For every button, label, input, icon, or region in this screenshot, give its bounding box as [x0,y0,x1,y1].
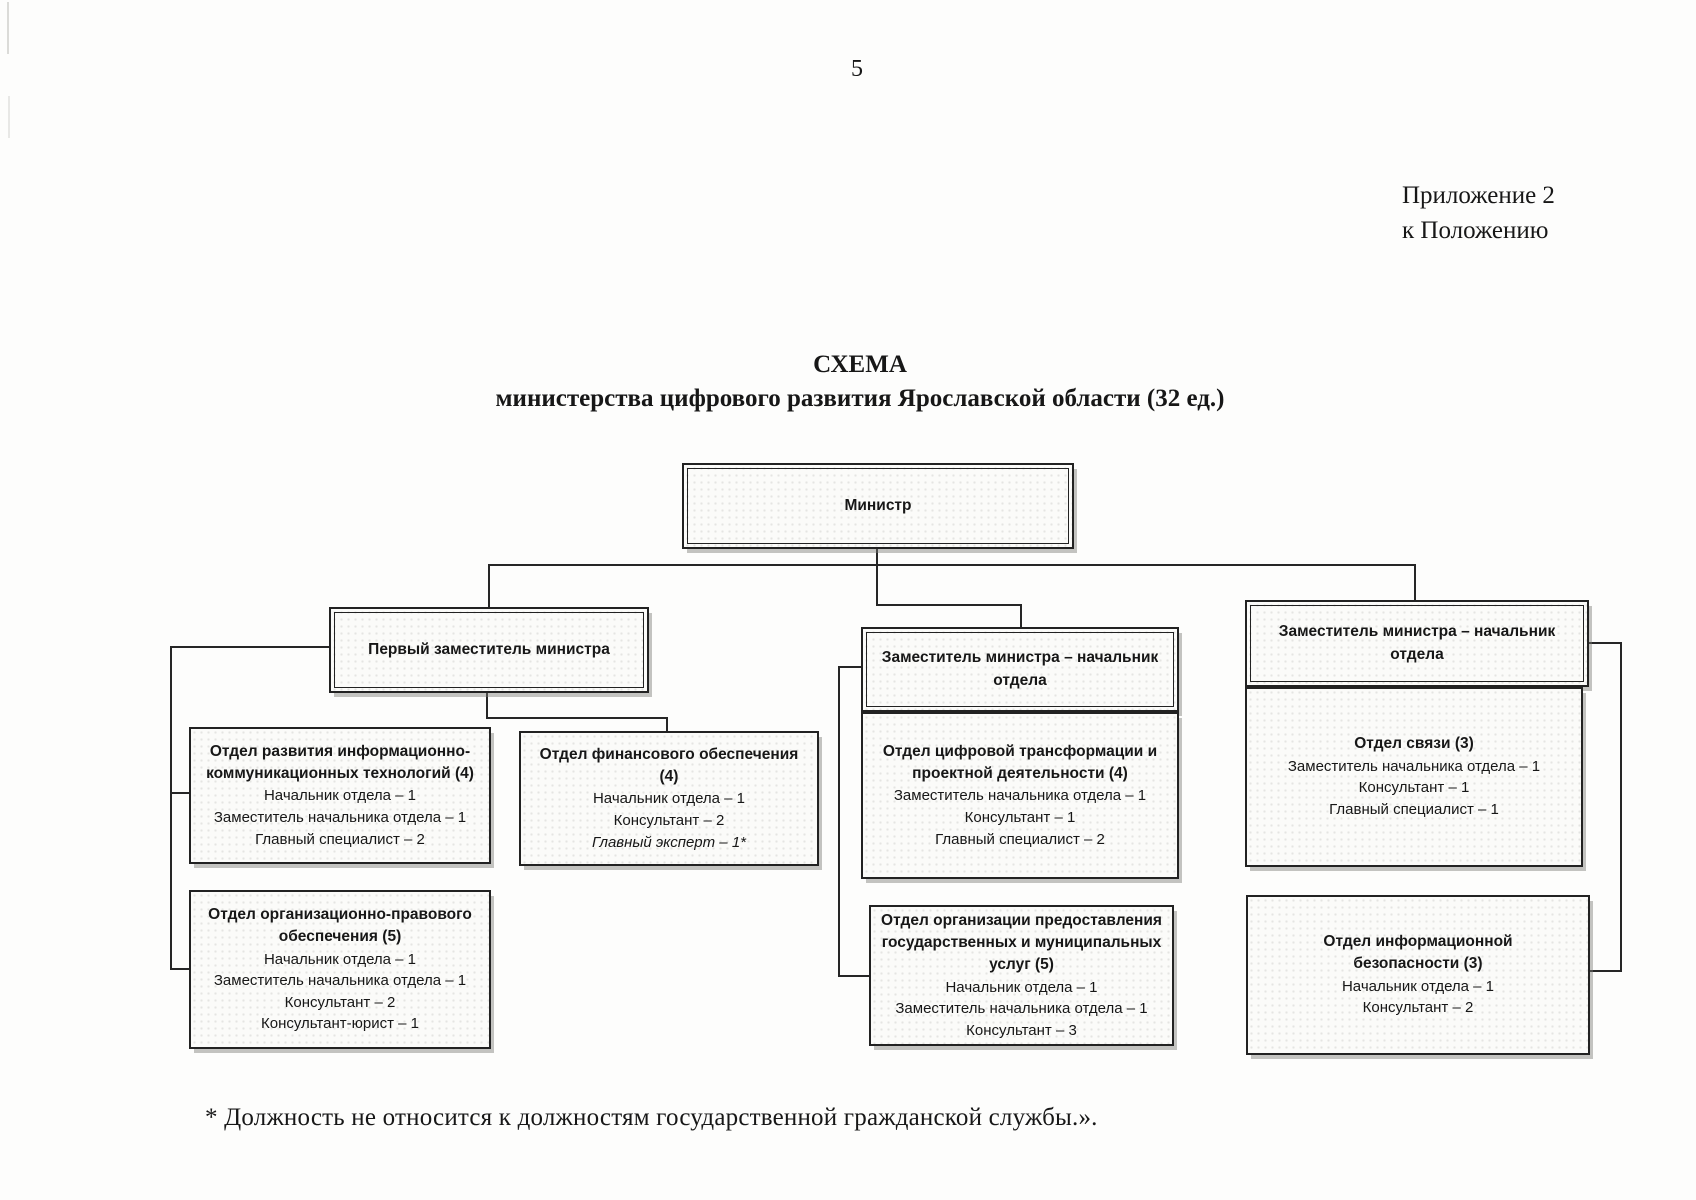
connector-bus [488,564,1416,566]
org-box-org-legal-department: Отдел организационно-правового обеспечен… [189,890,491,1049]
staff-line: Заместитель начальника отдела – 1 [213,972,467,990]
services-department-title: Отдел организации предоставления государ… [881,911,1162,974]
org-box-digital-department: Отдел цифровой трансформации и проектной… [861,712,1179,879]
connector-right-drop [1414,564,1416,602]
org-box-svyaz-department: Отдел связи (3) Заместитель начальника о… [1245,687,1583,867]
connector-fin-elbow-v2 [666,717,668,731]
connector-orglegal-arm [170,968,191,970]
document-title: СХЕМА министерства цифрового развития Яр… [12,348,1696,416]
connector-mid-drop-h [876,604,1022,606]
staff-line: Заместитель начальника отдела – 1 [1287,757,1541,775]
staff-line: Заместитель начальника отдела – 1 [213,809,467,827]
staff-line: Консультант – 2 [613,812,725,830]
svyaz-department-title: Отдел связи (3) [1354,735,1474,753]
annex-reference: Приложение 2 к Положению [1402,178,1555,248]
org-box-services-department: Отдел организации предоставления государ… [869,905,1174,1046]
scan-edge-artifact [7,2,9,54]
connector-fin-elbow-h [486,717,668,719]
annex-line-1: Приложение 2 [1402,182,1555,209]
org-box-minister: Министр [682,463,1074,549]
connector-mid-drop-v2 [1020,604,1022,629]
title-line-2: министерства цифрового развития Ярославс… [495,385,1225,412]
staff-line: Главный специалист – 1 [1329,800,1499,818]
staff-line: Главный специалист – 2 [255,830,425,848]
connector-firstdep-arm [170,646,330,648]
digital-department-title: Отдел цифровой трансформации и проектной… [882,742,1158,783]
org-box-first-deputy: Первый заместитель министра [329,607,649,693]
staff-line: Консультант – 1 [964,809,1076,827]
connector-middep-arm [838,666,862,668]
staff-line: Начальник отдела – 1 [945,978,1098,996]
connector-mid-drop-v1 [876,564,878,606]
staff-line: Консультант – 2 [1362,999,1474,1017]
connector-infosec-arm [1589,970,1622,972]
connector-fin-elbow-v1 [486,693,488,719]
connector-left-rail [170,646,172,970]
org-box-deputy-mid-label: Заместитель министра – начальник отдела [881,649,1159,689]
connector-minister-drop [876,549,878,566]
org-box-deputy-right: Заместитель министра – начальник отдела [1245,600,1589,687]
title-line-1: СХЕМА [813,351,907,378]
staff-line: Консультант-юрист – 1 [261,1015,419,1033]
connector-ict-arm [170,792,191,794]
staff-line: Начальник отдела – 1 [1341,977,1495,995]
org-box-ict-department: Отдел развития информационно-коммуникаци… [189,727,491,864]
staff-line: Начальник отдела – 1 [263,950,417,968]
org-box-deputy-mid: Заместитель министра – начальник отдела [861,627,1179,712]
staff-line: Консультант – 1 [1358,779,1470,797]
staff-line-footnoted: Главный эксперт – 1* [591,833,746,851]
staff-line: Начальник отдела – 1 [263,787,417,805]
footnote: * Должность не относится к должностям го… [205,1104,1098,1131]
ict-department-title: Отдел развития информационно-коммуникаци… [206,742,474,783]
staff-line: Заместитель начальника отдела – 1 [893,787,1147,805]
page-number: 5 [851,56,863,82]
connector-rightdep-arm [1588,642,1622,644]
connector-services-arm [838,975,870,977]
org-box-minister-label: Министр [844,496,912,514]
staff-line: Начальник отдела – 1 [592,790,746,808]
scan-edge-artifact [8,96,10,138]
connector-right-rail [1620,642,1622,972]
org-box-first-deputy-label: Первый заместитель министра [368,640,610,658]
connector-mid-rail [838,666,840,977]
staff-line: Консультант – 2 [284,993,396,1011]
org-box-deputy-right-label: Заместитель министра – начальник отдела [1278,623,1556,663]
connector-left-drop [488,564,490,609]
staff-line: Консультант – 3 [966,1021,1077,1039]
finance-department-title: Отдел финансового обеспечения (4) [539,745,799,786]
org-box-finance-department: Отдел финансового обеспечения (4) Началь… [519,731,819,866]
annex-line-2: к Положению [1402,217,1549,244]
infosec-department-title: Отдел информационной безопасности (3) [1323,933,1513,973]
staff-line: Заместитель начальника отдела – 1 [895,1000,1148,1018]
org-legal-department-title: Отдел организационно-правового обеспечен… [208,906,472,946]
org-box-infosec-department: Отдел информационной безопасности (3) На… [1246,895,1590,1055]
staff-line: Главный специалист – 2 [935,830,1105,848]
